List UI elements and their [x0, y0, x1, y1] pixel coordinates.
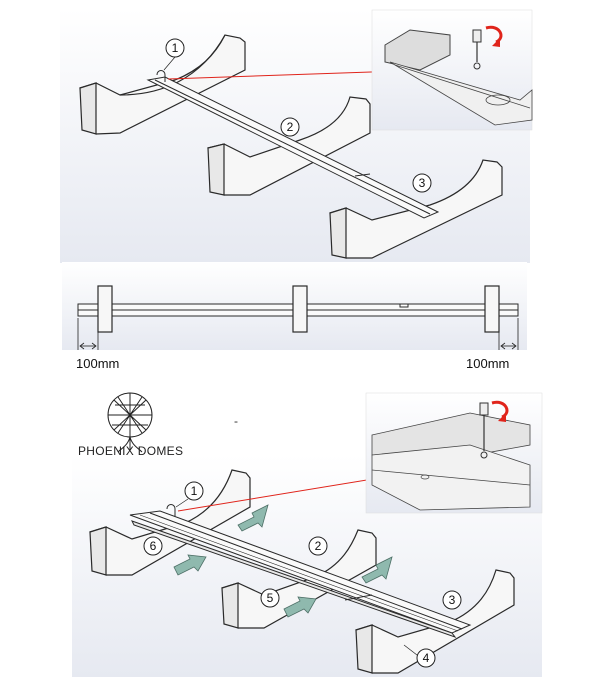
- bottom-callout-5: 5: [260, 588, 280, 608]
- dimension-right: [498, 318, 519, 350]
- detail-inset: [371, 9, 533, 131]
- stray-mark: -: [234, 414, 238, 428]
- callout-1: 1: [163, 38, 185, 71]
- push-arrow-2: [173, 554, 207, 576]
- svg-text:2: 2: [287, 120, 294, 134]
- dimension-left: [77, 318, 99, 350]
- dome-tree-logo-icon: [107, 392, 153, 453]
- svg-text:1: 1: [172, 41, 179, 55]
- push-arrow-1: [237, 504, 269, 532]
- phoenix-domes-logo: PHOENIX DOMES: [78, 392, 183, 458]
- bottom-callout-2: 2: [308, 536, 328, 556]
- bottom-callout-1: 1: [175, 481, 204, 508]
- bottom-assembly-view: PHOENIX DOMES -: [72, 392, 543, 677]
- brand-name: PHOENIX DOMES: [78, 444, 183, 458]
- push-arrow-4: [283, 596, 317, 618]
- bottom-callout-4: 4: [403, 644, 436, 668]
- bottom-pin-clip: [166, 504, 176, 517]
- bottom-callout-3: 3: [442, 590, 462, 610]
- dimension-right-label: 100mm: [466, 356, 509, 371]
- bottom-cradle-1: [89, 469, 251, 576]
- bottom-callout-6: 6: [143, 536, 163, 556]
- svg-text:5: 5: [267, 591, 274, 605]
- side-block-right: [484, 285, 500, 333]
- callout-3: 3: [412, 173, 432, 193]
- push-arrow-3: [361, 556, 393, 584]
- svg-text:4: 4: [423, 651, 430, 665]
- svg-text:6: 6: [150, 539, 157, 553]
- svg-text:3: 3: [449, 593, 456, 607]
- callout-2: 2: [280, 117, 300, 137]
- side-block-left: [97, 285, 113, 333]
- pin-clip: [156, 70, 166, 82]
- top-assembly-view: 1 2 3: [60, 8, 533, 263]
- side-block-middle: [292, 285, 308, 333]
- svg-text:3: 3: [419, 176, 426, 190]
- double-plank: [129, 510, 472, 639]
- svg-text:2: 2: [315, 539, 322, 553]
- bottom-cradle-2: [221, 529, 377, 629]
- svg-text:1: 1: [191, 484, 198, 498]
- dimension-left-label: 100mm: [76, 356, 119, 371]
- long-rail: [146, 76, 440, 219]
- side-view-diagram: 100mm 100mm: [62, 262, 527, 371]
- bottom-detail-inset: [365, 392, 543, 514]
